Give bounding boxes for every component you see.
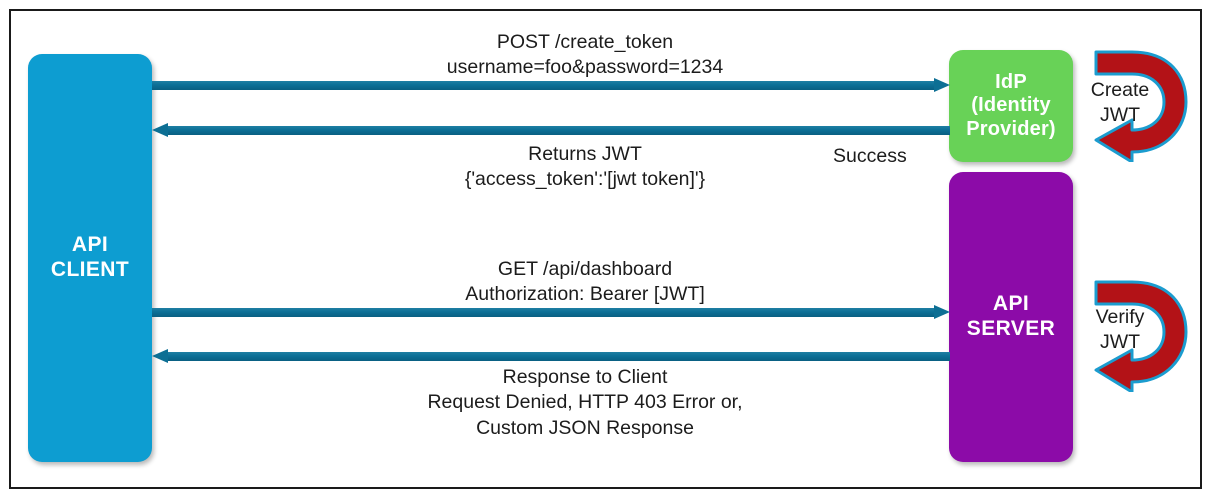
verify-jwt-loop-arrow <box>1092 272 1188 392</box>
arrow-shaft <box>152 81 934 90</box>
note-success: Success <box>833 145 907 167</box>
message-create-token-line-1: POST /create_token <box>496 31 674 53</box>
message-response-line-2: Request Denied, HTTP 403 Error or, <box>427 391 743 414</box>
message-returns-jwt-line-2: {'access_token':'[jwt token]'} <box>464 168 706 191</box>
api-server-label-line-2: SERVER <box>966 317 1056 340</box>
curved-loop-arrow-icon <box>1094 280 1188 392</box>
message-response-line-1: Response to Client <box>502 366 668 388</box>
message-returns-jwt-line-1: Returns JWT <box>528 143 642 165</box>
idp-node: IdP (Identity Provider) <box>949 50 1073 162</box>
idp-label-line-3: Provider) <box>966 117 1056 140</box>
arrow-shaft <box>168 126 950 135</box>
verify-jwt-label-line-1: Verify <box>1095 306 1145 328</box>
api-server-node: API SERVER <box>949 172 1073 462</box>
arrow-shaft <box>152 308 934 317</box>
idp-label-line-2: (Identity <box>971 94 1051 117</box>
create-jwt-label-line-1: Create <box>1090 79 1150 101</box>
message-get-dashboard: GET /api/dashboard Authorization: Bearer… <box>395 257 775 308</box>
arrow-client-to-idp <box>152 78 950 92</box>
curved-loop-arrow-icon <box>1094 50 1188 162</box>
create-jwt-loop-arrow <box>1092 42 1188 162</box>
message-create-token: POST /create_token username=foo&password… <box>400 30 770 81</box>
message-returns-jwt: Returns JWT {'access_token':'[jwt token]… <box>395 142 775 193</box>
arrow-server-to-client <box>152 349 950 363</box>
verify-jwt-label: Verify JWT <box>1082 305 1158 355</box>
verify-jwt-label-line-2: JWT <box>1099 330 1141 353</box>
arrow-client-to-server <box>152 305 950 319</box>
arrow-head-left-icon <box>152 123 168 137</box>
create-jwt-label: Create JWT <box>1082 78 1158 128</box>
api-client-label-line-1: API <box>71 233 109 257</box>
idp-label-line-1: IdP <box>995 70 1027 93</box>
message-create-token-line-2: username=foo&password=1234 <box>446 56 724 79</box>
arrow-head-right-icon <box>934 78 950 92</box>
message-response-line-3: Custom JSON Response <box>476 416 694 439</box>
message-get-dashboard-line-1: GET /api/dashboard <box>497 258 673 280</box>
arrow-idp-to-client <box>152 123 950 137</box>
api-server-label-line-1: API <box>992 292 1030 316</box>
arrow-head-left-icon <box>152 349 168 363</box>
api-client-label-line-2: CLIENT <box>50 258 130 281</box>
arrow-head-right-icon <box>934 305 950 319</box>
message-response: Response to Client Request Denied, HTTP … <box>360 365 810 441</box>
create-jwt-label-line-2: JWT <box>1099 103 1141 126</box>
arrow-shaft <box>168 352 950 361</box>
api-client-node: API CLIENT <box>28 54 152 462</box>
message-get-dashboard-line-2: Authorization: Bearer [JWT] <box>465 283 705 306</box>
